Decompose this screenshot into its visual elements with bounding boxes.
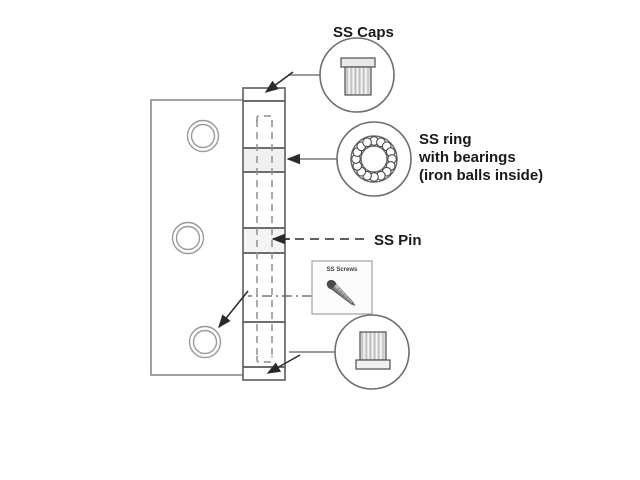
callout-ss-caps-bottom[interactable]	[266, 314, 410, 390]
ss-screws-label: SS Screws	[327, 267, 358, 273]
ball-bearing-ring-icon	[350, 135, 398, 183]
leaf-screw-hole-top	[186, 119, 220, 153]
ss-pin-label: SS Pin	[374, 232, 422, 249]
ss-ring-label-line-3: (iron balls inside)	[419, 167, 543, 184]
cap-cylinder-icon	[340, 57, 376, 96]
knuckle-bearing-band-lower	[244, 229, 284, 252]
ss-screws-arrow	[218, 290, 249, 329]
leaf-screw-hole-middle	[171, 221, 205, 255]
callout-ss-pin[interactable]: SS Pin	[271, 232, 422, 249]
ss-caps-arrow	[264, 71, 294, 93]
callout-ss-ring[interactable]: SS ring with bearings (iron balls inside…	[286, 121, 543, 197]
ss-ring-label-line-1: SS ring	[419, 131, 472, 148]
knuckle-bearing-band-upper	[244, 149, 284, 171]
ss-screws-inset-box	[311, 260, 373, 315]
callout-ss-screws[interactable]: SS Screws	[218, 260, 373, 329]
hinge-assembly	[150, 87, 286, 381]
ss-caps-label: SS Caps	[333, 24, 394, 41]
ss-ring-label-line-2: with bearings	[418, 149, 516, 166]
leaf-screw-hole-bottom	[188, 325, 222, 359]
cap-cylinder-inverted-icon	[355, 331, 391, 370]
ss-caps-bottom-arrow	[266, 354, 301, 374]
countersunk-screw-icon	[326, 279, 356, 307]
callout-ss-caps[interactable]: SS Caps	[264, 24, 395, 113]
